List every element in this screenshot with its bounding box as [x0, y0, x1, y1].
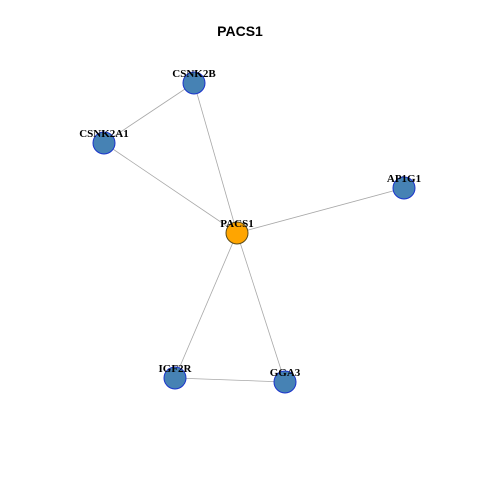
node-label-pacs1: PACS1	[220, 218, 253, 230]
diagram-title: PACS1	[217, 23, 263, 39]
node-csnk2a1	[92, 131, 116, 155]
node-igf2r	[163, 366, 187, 390]
nodes-layer	[92, 71, 416, 394]
node-label-ap1g1: AP1G1	[387, 173, 421, 185]
edge-csnk2b-csnk2a1	[103, 82, 195, 144]
node-label-csnk2a1: CSNK2A1	[79, 128, 129, 140]
edge-csnk2b-pacs1	[193, 82, 238, 234]
node-label-csnk2b: CSNK2B	[172, 68, 216, 80]
edge-pacs1-ap1g1	[236, 187, 405, 234]
node-pacs1	[225, 221, 249, 245]
edge-igf2r-gga3	[174, 377, 286, 383]
node-gga3	[273, 370, 297, 394]
edge-pacs1-gga3	[236, 232, 286, 383]
edge-csnk2a1-pacs1	[103, 142, 238, 234]
edge-pacs1-igf2r	[174, 232, 238, 379]
edges-layer	[103, 82, 405, 383]
node-ap1g1	[392, 176, 416, 200]
node-label-igf2r: IGF2R	[159, 363, 193, 375]
node-csnk2b	[182, 71, 206, 95]
node-label-gga3: GGA3	[270, 367, 301, 379]
